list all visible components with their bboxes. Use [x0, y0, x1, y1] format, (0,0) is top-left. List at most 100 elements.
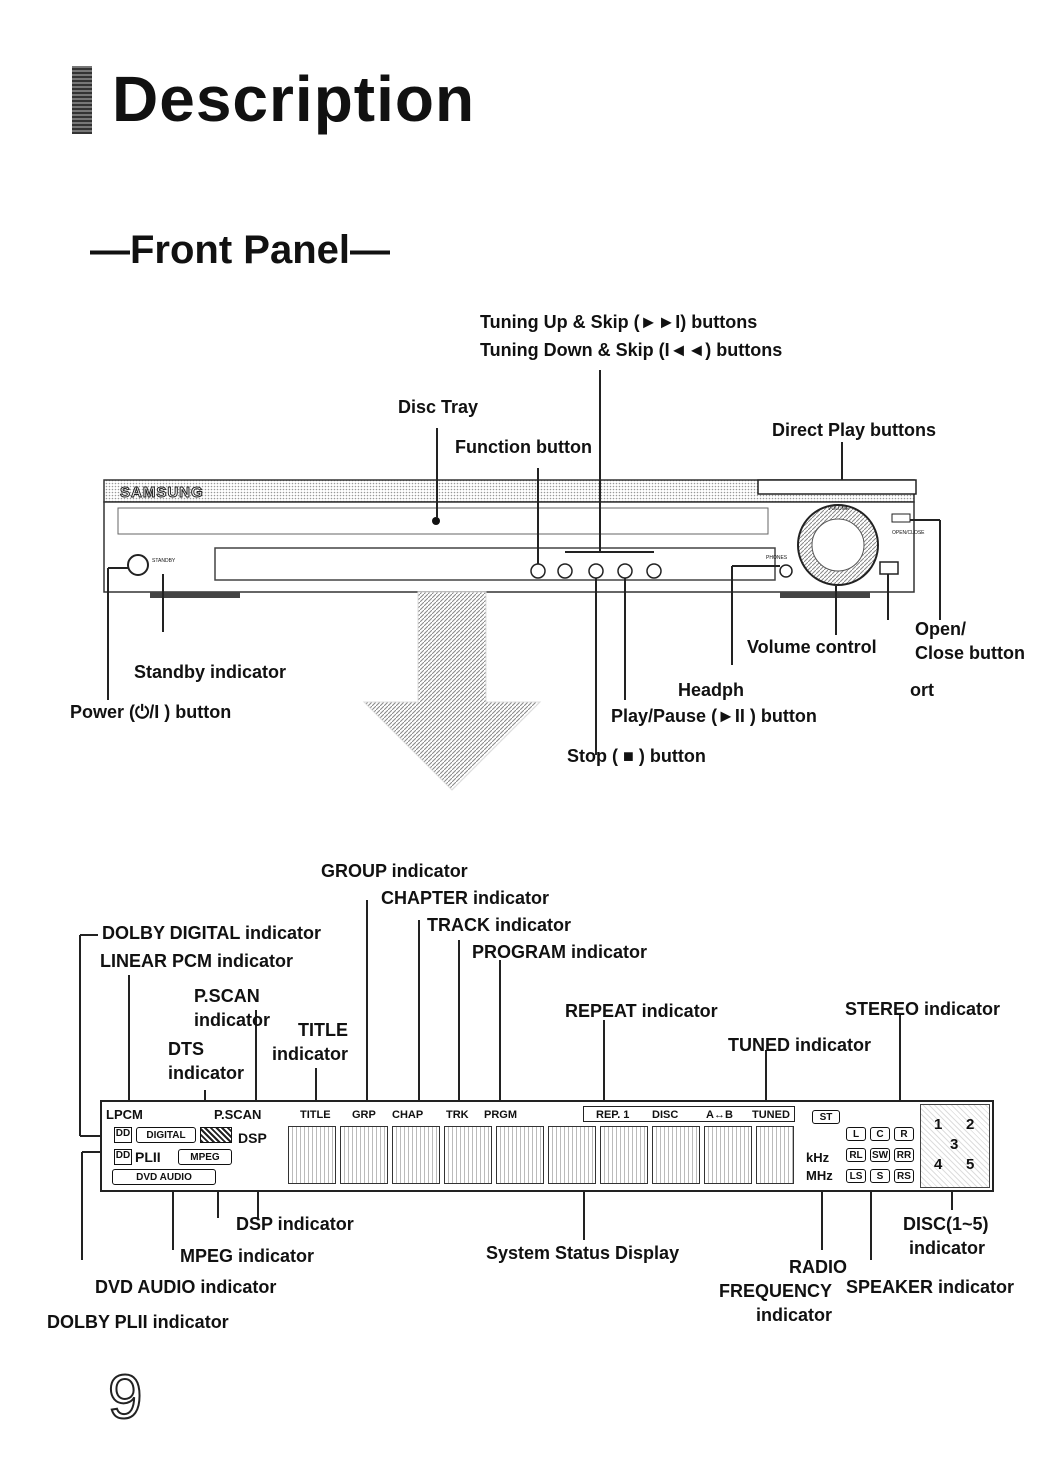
- label-tuning-down: Tuning Down & Skip (I◄◄) buttons: [480, 340, 783, 360]
- label-stereo: STEREO indicator: [845, 999, 1001, 1019]
- label-radio-2: FREQUENCY: [719, 1281, 833, 1301]
- lcd-grp: GRP: [352, 1109, 376, 1121]
- label-disc-1: DISC(1~5): [903, 1214, 989, 1234]
- label-volume: Volume control: [747, 637, 877, 657]
- lcd-tuned: TUNED: [752, 1109, 790, 1121]
- lcd-lpcm: LPCM: [106, 1107, 143, 1122]
- lcd-digital: DIGITAL: [136, 1127, 196, 1143]
- segment-cell: [444, 1126, 492, 1184]
- open-close-small-text: OPEN/CLOSE: [892, 530, 925, 536]
- down-arrow: [362, 591, 542, 791]
- lcd-pl2: PLII: [135, 1149, 161, 1165]
- label-track: TRACK indicator: [427, 915, 571, 935]
- segment-cell: [756, 1126, 794, 1184]
- lcd-mhz: MHz: [806, 1168, 833, 1183]
- disc-num-2: 2: [966, 1116, 975, 1133]
- lcd-st: ST: [812, 1110, 840, 1124]
- phones-small-text: PHONES: [766, 555, 788, 561]
- label-tuned: TUNED indicator: [728, 1035, 872, 1055]
- lcd-mpeg: MPEG: [178, 1149, 232, 1165]
- speaker-rr: RR: [894, 1148, 914, 1162]
- label-play-pause: Play/Pause (►II ) button: [611, 706, 817, 726]
- dolby-pl-icon: DD: [114, 1149, 132, 1165]
- label-disc-2: indicator: [909, 1238, 986, 1258]
- speaker-s: S: [870, 1169, 890, 1183]
- segment-cell: [600, 1126, 648, 1184]
- label-dolby-pl2: DOLBY PLII indicator: [47, 1312, 229, 1332]
- label-group: GROUP indicator: [321, 861, 468, 881]
- label-dvd-audio: DVD AUDIO indicator: [95, 1277, 277, 1297]
- label-title-1: TITLE: [298, 1020, 348, 1040]
- power-button-shape: [127, 554, 149, 576]
- page-title: Description: [112, 63, 476, 135]
- label-pscan-2: indicator: [194, 1010, 271, 1030]
- label-speaker: SPEAKER indicator: [846, 1277, 1015, 1297]
- lcd-disc: DISC: [652, 1109, 679, 1121]
- segment-cell: [288, 1126, 336, 1184]
- segment-cell: [652, 1126, 700, 1184]
- label-program: PROGRAM indicator: [472, 942, 648, 962]
- label-dts-1: DTS: [168, 1039, 204, 1059]
- speaker-r: R: [894, 1127, 914, 1141]
- speaker-sw: SW: [870, 1148, 890, 1162]
- label-disc-tray: Disc Tray: [398, 397, 479, 417]
- disc-tray-dot: [432, 517, 440, 525]
- label-dts-2: indicator: [168, 1063, 245, 1083]
- lcd-dvd-audio: DVD AUDIO: [112, 1169, 216, 1185]
- label-system-status: System Status Display: [486, 1243, 680, 1263]
- label-close-button: Close button: [915, 643, 1025, 663]
- speaker-ls: LS: [846, 1169, 866, 1183]
- lcd-chap: CHAP: [392, 1109, 424, 1121]
- lcd-title: TITLE: [300, 1109, 331, 1121]
- label-dsp: DSP indicator: [236, 1214, 354, 1234]
- lcd-khz: kHz: [806, 1150, 830, 1165]
- lcd-dsp: DSP: [238, 1130, 267, 1146]
- front-panel-illustration: [103, 370, 941, 791]
- segment-cell: [496, 1126, 544, 1184]
- disc-num-3: 3: [950, 1136, 959, 1153]
- label-tuning-up: Tuning Up & Skip (►►I) buttons: [480, 312, 758, 332]
- disc-num-5: 5: [966, 1156, 975, 1173]
- speaker-c: C: [870, 1127, 890, 1141]
- label-chapter: CHAPTER indicator: [381, 888, 550, 908]
- segment-cell: [704, 1126, 752, 1184]
- segment-cell: [340, 1126, 388, 1184]
- label-power: Power (⏻/I ) button: [70, 702, 232, 722]
- lcd-rep1: REP. 1: [596, 1109, 630, 1121]
- label-dolby-digital: DOLBY DIGITAL indicator: [102, 923, 322, 943]
- lcd-panel: [100, 1100, 994, 1192]
- device-body: [103, 501, 915, 593]
- dolby-dd-icon: DD: [114, 1127, 132, 1143]
- label-pscan-1: P.SCAN: [194, 986, 260, 1006]
- section-title: —Front Panel—: [90, 228, 391, 272]
- label-mpeg: MPEG indicator: [180, 1246, 315, 1266]
- disc-num-4: 4: [934, 1156, 943, 1173]
- standby-small-text: STANDBY: [152, 558, 176, 564]
- label-radio-3: indicator: [756, 1305, 833, 1325]
- title-bar-decoration: [72, 66, 92, 134]
- label-standby: Standby indicator: [134, 662, 287, 682]
- disc-tray-slot: [117, 507, 769, 535]
- label-open: Open/: [915, 619, 967, 639]
- speaker-rl: RL: [846, 1148, 866, 1162]
- label-repeat: REPEAT indicator: [565, 1001, 718, 1021]
- disc-num-1: 1: [934, 1116, 943, 1133]
- segment-cell: [548, 1126, 596, 1184]
- lcd-pscan: P.SCAN: [214, 1107, 262, 1122]
- dts-icon: [200, 1127, 232, 1143]
- repeat-box: [583, 1106, 795, 1122]
- label-port: ort: [910, 680, 934, 700]
- brand-logo: SAMSUNG: [120, 484, 204, 502]
- label-function-button: Function button: [455, 437, 592, 457]
- label-title-2: indicator: [272, 1044, 349, 1064]
- label-headphone: Headph: [678, 680, 745, 700]
- segment-cell: [392, 1126, 440, 1184]
- lcd-trk: TRK: [446, 1109, 469, 1121]
- lcd-ab: A↔B: [706, 1109, 733, 1121]
- disc-indicator-box: [920, 1104, 990, 1188]
- label-stop: Stop ( ■ ) button: [567, 746, 706, 766]
- display-window: [214, 547, 776, 581]
- label-direct-play: Direct Play buttons: [772, 420, 937, 440]
- volume-small-text: VOLUME: [828, 506, 850, 512]
- page-number: 9: [107, 1362, 144, 1433]
